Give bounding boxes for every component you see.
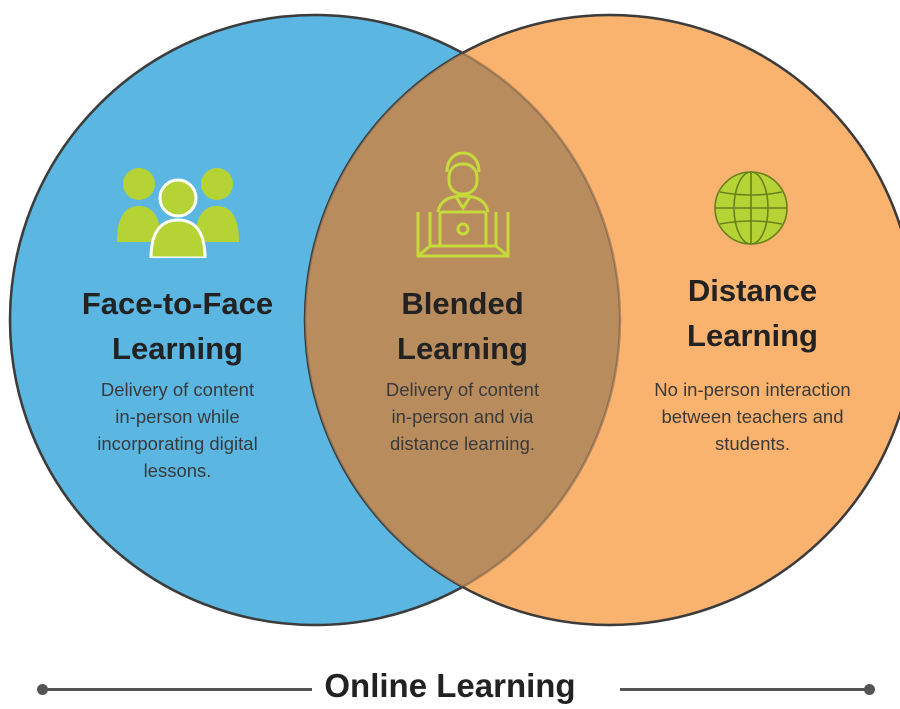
title-line: Distance bbox=[687, 273, 818, 308]
axis-right-dot bbox=[864, 684, 875, 695]
title-line: Learning bbox=[397, 331, 528, 366]
title-line: Learning bbox=[112, 331, 243, 366]
description-line: in-person and via bbox=[391, 406, 534, 427]
distance-description: No in-person interaction between teacher… bbox=[615, 376, 890, 457]
globe-icon bbox=[714, 171, 788, 245]
description-line: students. bbox=[714, 433, 791, 454]
title-line: Blended bbox=[401, 286, 524, 321]
axis-left-line bbox=[42, 688, 312, 691]
blended-title: Blended Learning bbox=[340, 281, 585, 371]
description-line: No in-person interaction bbox=[654, 379, 851, 400]
description-line: Delivery of content bbox=[100, 379, 255, 400]
person-at-laptop-icon bbox=[416, 151, 510, 258]
face-to-face-title: Face-to-Face Learning bbox=[40, 281, 315, 371]
axis-right-line bbox=[620, 688, 870, 691]
online-learning-label: Online Learning bbox=[324, 667, 576, 704]
distance-title: Distance Learning bbox=[620, 268, 885, 358]
description-line: lessons. bbox=[143, 460, 212, 481]
blended-description: Delivery of content in-person and via di… bbox=[345, 376, 580, 457]
people-group-icon bbox=[117, 168, 239, 258]
description-line: incorporating digital bbox=[97, 433, 258, 454]
title-line: Face-to-Face bbox=[81, 286, 274, 321]
description-line: in-person while bbox=[115, 406, 240, 427]
blended-overlap-region bbox=[305, 15, 620, 625]
title-line: Learning bbox=[687, 318, 818, 353]
description-line: Delivery of content bbox=[385, 379, 540, 400]
description-line: between teachers and bbox=[661, 406, 844, 427]
description-line: distance learning. bbox=[389, 433, 535, 454]
face-to-face-description: Delivery of content in-person while inco… bbox=[60, 376, 295, 484]
